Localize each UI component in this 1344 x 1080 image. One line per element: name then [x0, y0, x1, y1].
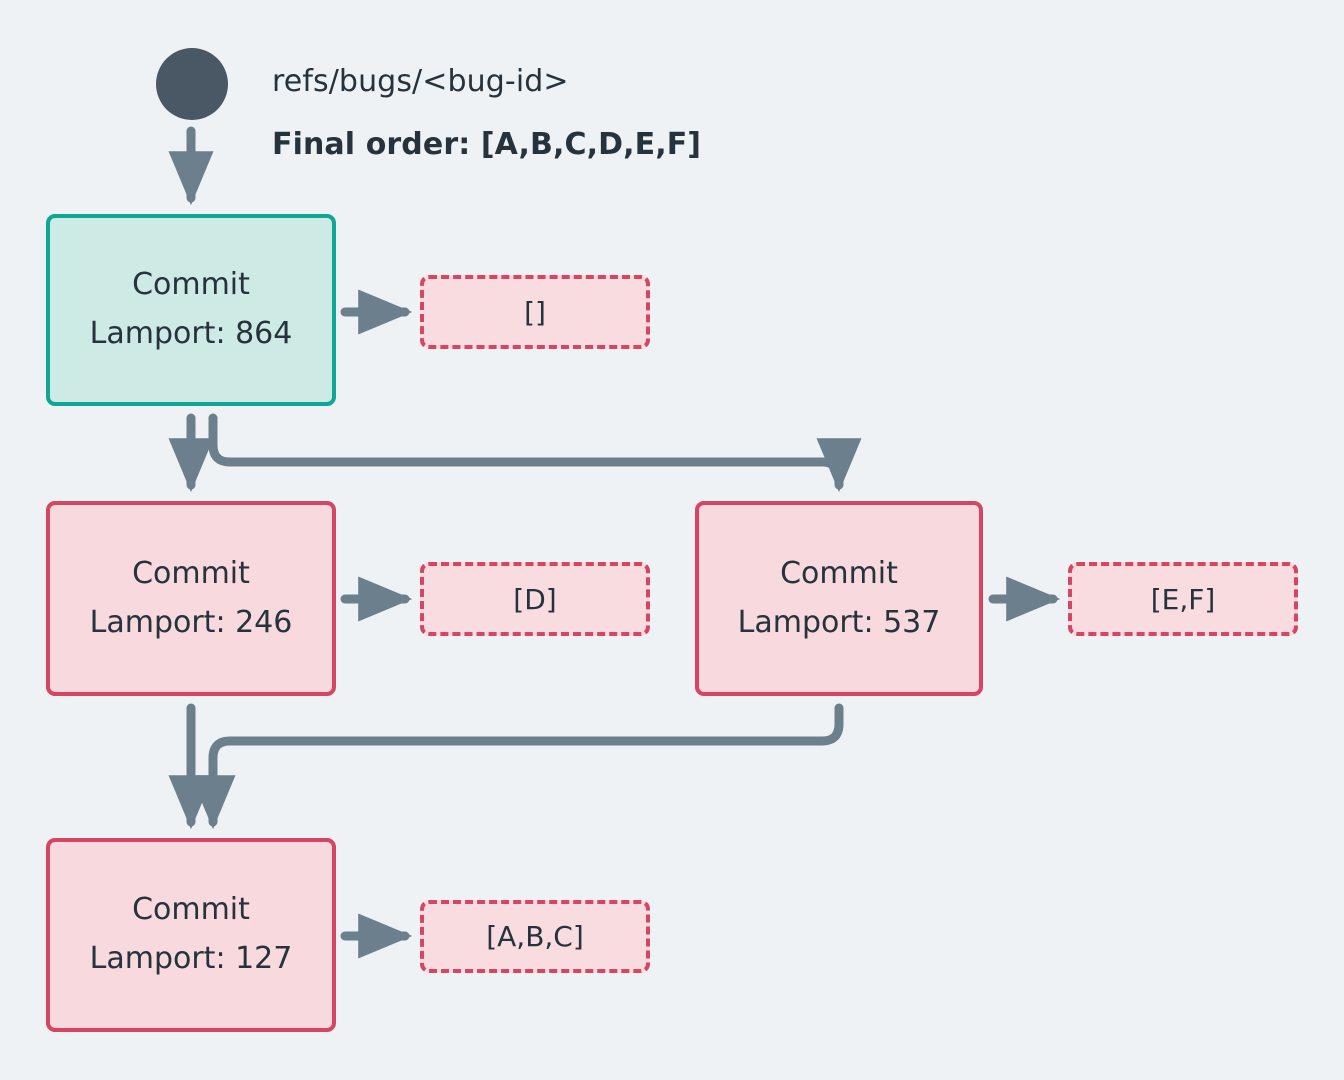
commit-node-127[interactable]: Commit Lamport: 127	[46, 838, 336, 1032]
commit-title: Commit	[132, 267, 250, 303]
commit-lamport: Lamport: 246	[89, 604, 293, 640]
commit-lamport: Lamport: 864	[89, 316, 293, 351]
edge-c864-to-c537	[208, 413, 862, 493]
commit-node-864[interactable]: Commit Lamport: 864	[46, 214, 336, 406]
commit-node-246[interactable]: Commit Lamport: 246	[46, 501, 336, 696]
final-order-label: Final order: [A,B,C,D,E,F]	[272, 127, 702, 162]
edge-c537-to-c127	[190, 703, 844, 830]
commit-title: Commit	[132, 555, 250, 591]
ref-path-label: refs/bugs/<bug-id>	[272, 64, 569, 99]
order-payload-246: [D]	[420, 562, 650, 636]
commit-lamport: Lamport: 127	[89, 941, 293, 976]
order-payload-127: [A,B,C]	[420, 900, 650, 973]
commit-title: Commit	[780, 555, 898, 591]
commit-node-537[interactable]: Commit Lamport: 537	[695, 501, 983, 696]
commit-lamport: Lamport: 537	[737, 604, 941, 640]
commit-title: Commit	[132, 892, 250, 928]
order-payload-864: []	[420, 275, 650, 349]
root-node-circle-icon	[156, 48, 228, 120]
order-payload-537: [E,F]	[1068, 562, 1298, 636]
